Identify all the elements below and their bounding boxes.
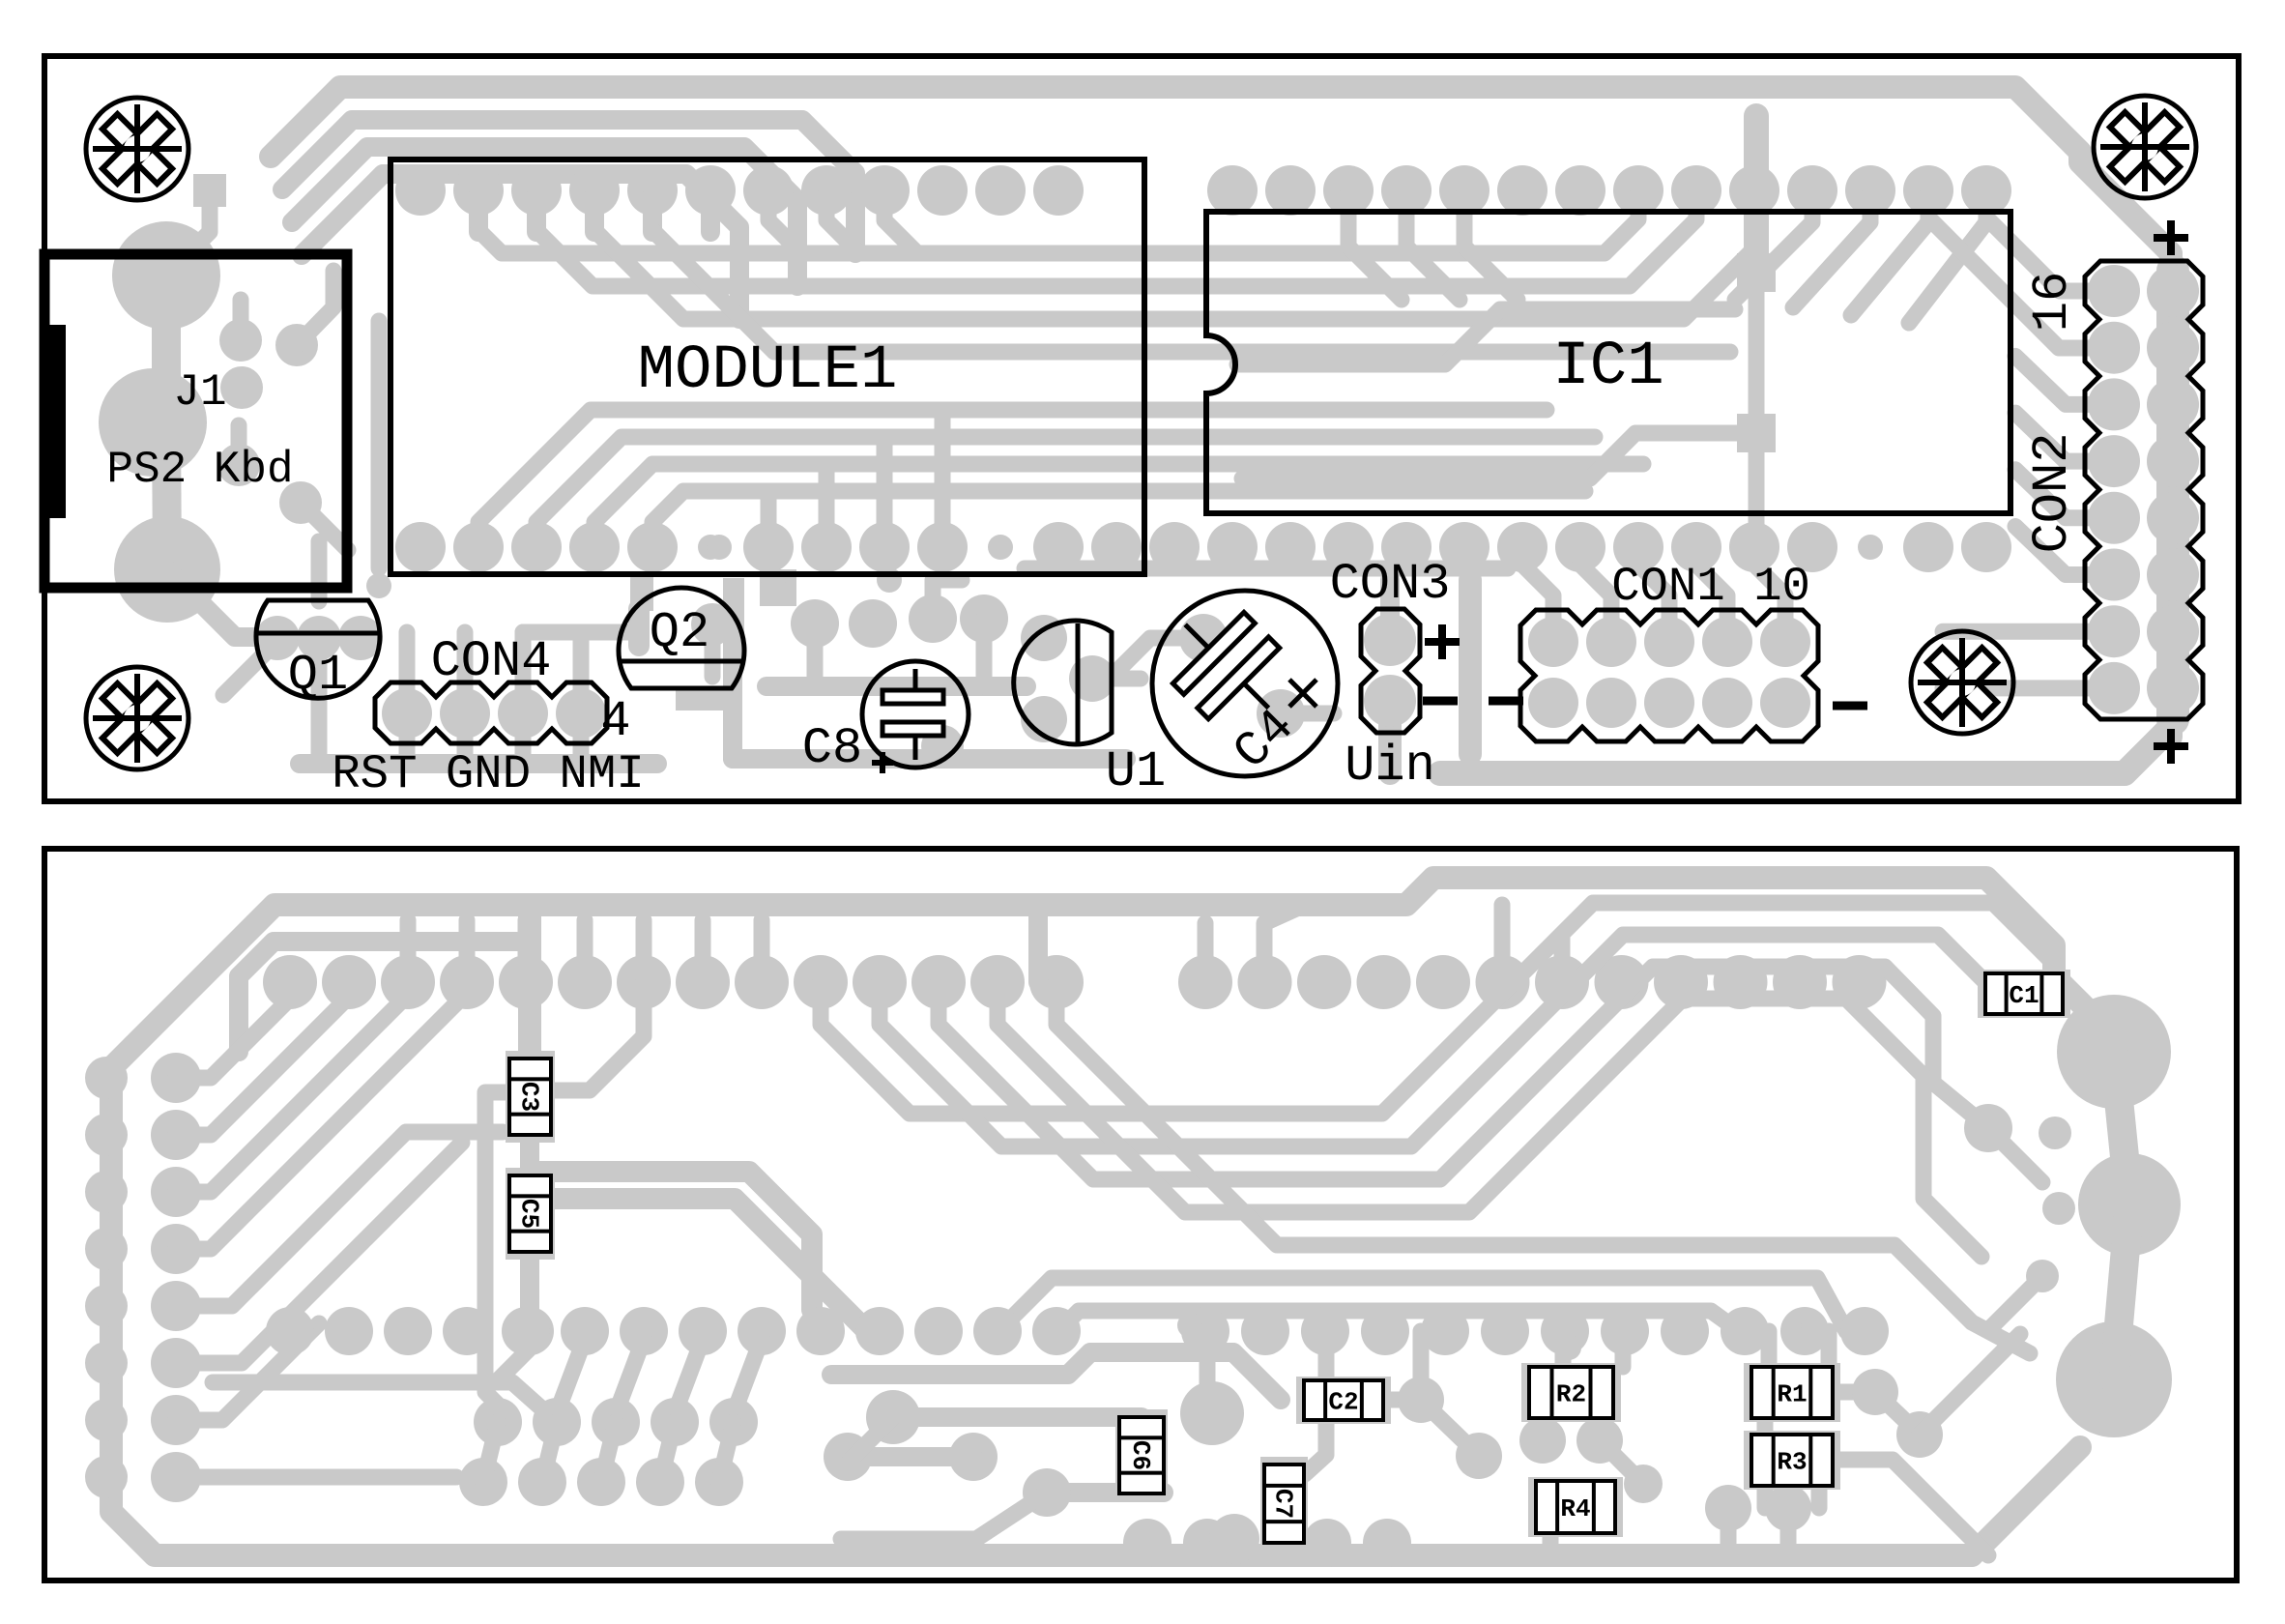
svg-text:C1: C1: [2009, 981, 2039, 1010]
svg-text:C8: C8: [802, 720, 862, 777]
svg-text:Q1: Q1: [288, 647, 348, 704]
svg-text:C6: C6: [1126, 1440, 1155, 1470]
svg-text:J1: J1: [173, 367, 226, 418]
svg-text:PS2 Kbd: PS2 Kbd: [106, 445, 293, 495]
svg-text:C7: C7: [1269, 1489, 1298, 1519]
svg-text:R4: R4: [1560, 1494, 1590, 1523]
svg-text:Uin: Uin: [1345, 738, 1435, 795]
svg-text:R2: R2: [1556, 1380, 1586, 1409]
svg-text:C5: C5: [515, 1199, 544, 1229]
svg-text:IC1: IC1: [1552, 333, 1663, 402]
svg-text:CON4: CON4: [431, 633, 552, 690]
svg-text:CON2: CON2: [2024, 433, 2081, 554]
svg-text:C3: C3: [515, 1082, 544, 1112]
svg-text:MODULE1: MODULE1: [638, 336, 898, 406]
svg-text:16: 16: [2024, 272, 2081, 332]
svg-text:U1: U1: [1106, 743, 1166, 800]
svg-text:RST GND NMI: RST GND NMI: [332, 747, 644, 801]
svg-text:C2: C2: [1328, 1388, 1358, 1417]
svg-text:CON3: CON3: [1330, 556, 1451, 613]
svg-text:CON1 10: CON1 10: [1611, 560, 1810, 614]
svg-text:R3: R3: [1777, 1448, 1807, 1477]
svg-text:4: 4: [600, 693, 630, 750]
svg-text:R1: R1: [1777, 1380, 1807, 1409]
svg-text:Q2: Q2: [650, 604, 709, 661]
